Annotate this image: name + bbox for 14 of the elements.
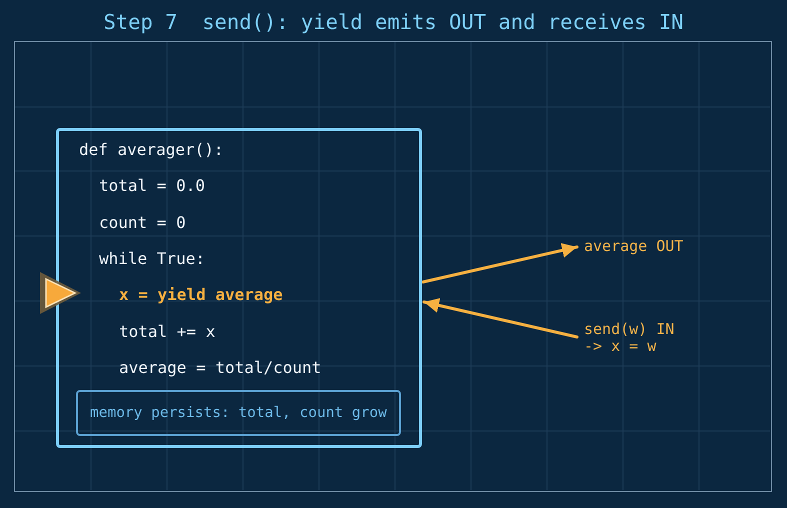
annotation-text: average OUT <box>584 238 704 255</box>
memory-note: memory persists: total, count grow <box>76 390 401 436</box>
code-line: count = 0 <box>99 212 186 233</box>
arrow <box>422 298 578 338</box>
annotation-text: send(w) IN -> x = w <box>584 321 680 355</box>
arrow <box>422 243 578 284</box>
code-line: average = total/count <box>119 358 322 378</box>
code-line: total = 0.0 <box>99 176 205 196</box>
code-line: def averager(): <box>79 140 224 160</box>
code-line: while True: <box>99 248 205 269</box>
diagram-title: Step 7 send(): yield emits OUT and receives IN <box>103 10 684 34</box>
code-panel <box>56 128 422 448</box>
highlighted-code-line: x = yield average <box>119 285 283 306</box>
code-line: total += x <box>119 322 216 342</box>
